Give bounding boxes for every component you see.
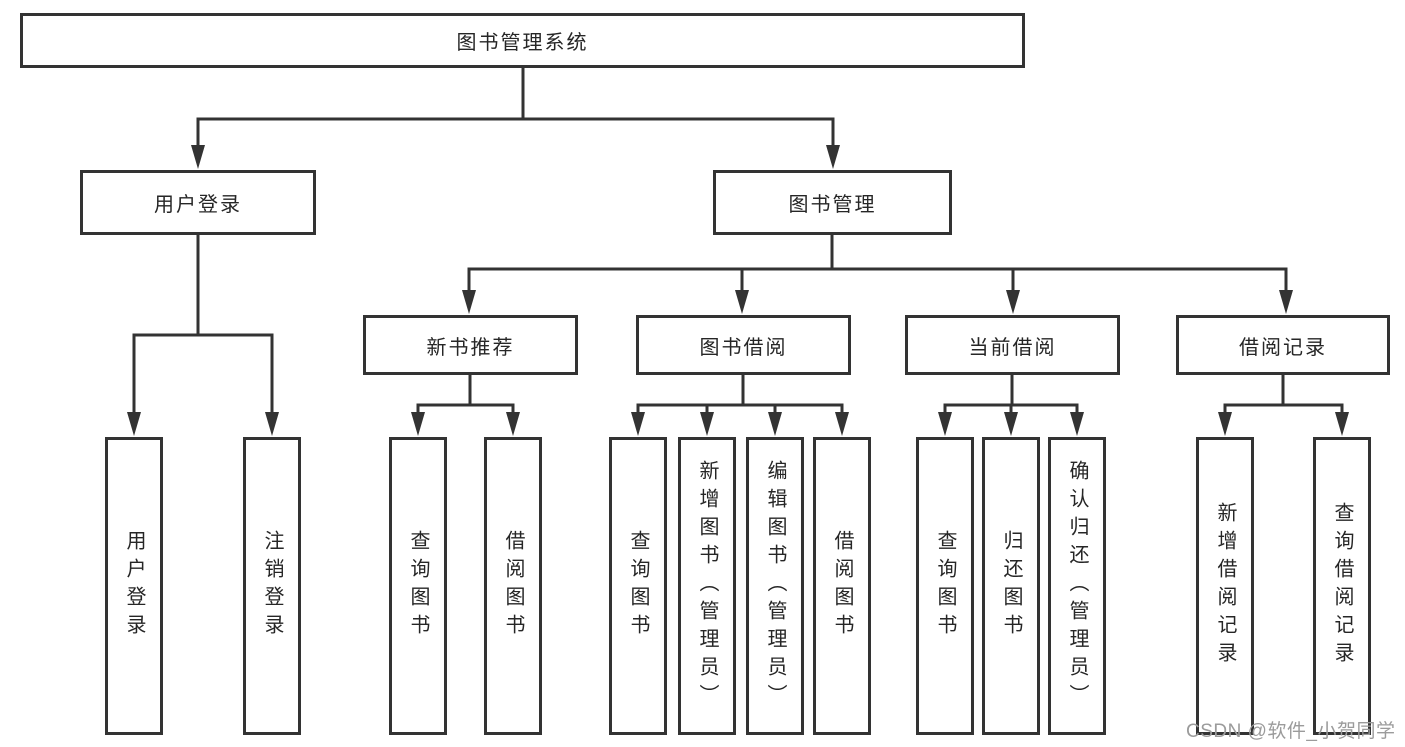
leaf-label: 新增借阅记录	[1214, 502, 1236, 670]
leaf-label: 编辑图书（管理员）	[764, 460, 786, 712]
leaf-label: 注销登录	[261, 530, 283, 642]
leaf-borrow-book: 借阅图书	[813, 437, 871, 735]
leaf-query-book: 查询图书	[609, 437, 667, 735]
node-new-book-recommend: 新书推荐	[363, 315, 578, 375]
node-book-borrow: 图书借阅	[636, 315, 851, 375]
node-book-management: 图书管理	[713, 170, 952, 235]
leaf-label: 查询借阅记录	[1331, 502, 1353, 670]
leaf-confirm-return-admin: 确认归还（管理员）	[1048, 437, 1106, 735]
leaf-query-book: 查询图书	[389, 437, 447, 735]
leaf-borrow-book: 借阅图书	[484, 437, 542, 735]
leaf-user-login: 用户登录	[105, 437, 163, 735]
leaf-label: 查询图书	[627, 530, 649, 642]
leaf-return-book: 归还图书	[982, 437, 1040, 735]
leaf-label: 借阅图书	[502, 530, 524, 642]
node-label: 图书借阅	[699, 336, 788, 359]
node-label: 当前借阅	[968, 336, 1057, 359]
leaf-label: 查询图书	[407, 530, 429, 642]
leaf-logout: 注销登录	[243, 437, 301, 735]
arrowheads	[127, 145, 1349, 436]
node-current-borrow: 当前借阅	[905, 315, 1120, 375]
leaf-label: 确认归还（管理员）	[1066, 460, 1088, 712]
node-label: 图书管理系统	[456, 32, 589, 54]
node-library-management-system: 图书管理系统	[20, 13, 1025, 68]
leaf-label: 用户登录	[123, 530, 145, 642]
node-user-login: 用户登录	[80, 170, 316, 235]
csdn-watermark: CSDN @软件_小贺同学	[1186, 721, 1396, 742]
leaf-label: 新增图书（管理员）	[696, 460, 718, 712]
node-label: 新书推荐	[426, 336, 515, 359]
leaf-query-book: 查询图书	[916, 437, 974, 735]
leaf-label: 查询图书	[934, 530, 956, 642]
leaf-add-book-admin: 新增图书（管理员）	[678, 437, 736, 735]
leaf-add-borrow-record: 新增借阅记录	[1196, 437, 1254, 735]
leaf-query-borrow-record: 查询借阅记录	[1313, 437, 1371, 735]
leaf-label: 归还图书	[1000, 530, 1022, 642]
node-label: 用户登录	[154, 194, 242, 216]
leaf-edit-book-admin: 编辑图书（管理员）	[746, 437, 804, 735]
node-label: 图书管理	[788, 194, 877, 216]
node-borrow-record: 借阅记录	[1176, 315, 1390, 375]
leaf-label: 借阅图书	[831, 530, 853, 642]
node-label: 借阅记录	[1239, 336, 1327, 359]
